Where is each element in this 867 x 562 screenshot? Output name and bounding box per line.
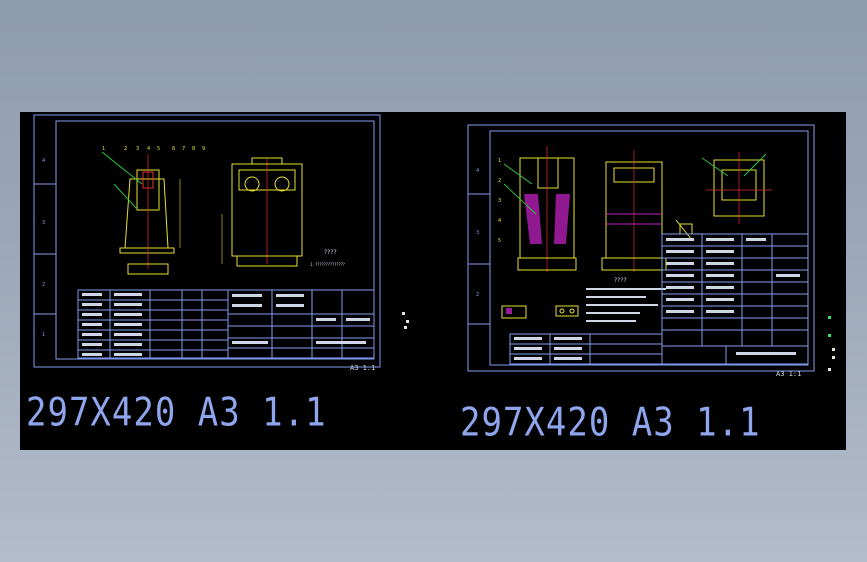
svg-text:3: 3 [42, 220, 45, 226]
drawing-2-canvas: 4 3 2 1 2 3 4 5 [467, 124, 815, 372]
side-view [221, 157, 303, 267]
svg-text:4: 4 [498, 218, 501, 224]
svg-text:1: 1 [498, 158, 501, 164]
marker-2 [406, 320, 409, 323]
note-title: ???? [324, 249, 337, 256]
svg-text:7: 7 [182, 146, 185, 152]
svg-text:3: 3 [476, 230, 479, 236]
svg-text:3: 3 [136, 146, 139, 152]
caption-2: 297X420 A3 1.1 [460, 400, 761, 446]
marker-green-1 [828, 316, 831, 319]
svg-text:9: 9 [202, 146, 205, 152]
scale-note-2: A3 1:1 [776, 370, 802, 378]
top-view-2 [701, 152, 772, 224]
drawing-1-canvas: 4 3 2 1 1 2 3 4 5 6 7 8 [33, 114, 381, 368]
svg-text:6: 6 [172, 146, 175, 152]
svg-text:4: 4 [42, 158, 45, 164]
svg-text:1: 1 [102, 146, 105, 152]
scale-note-1: A3 1.1 [350, 364, 376, 372]
svg-text:8: 8 [192, 146, 195, 152]
marker-4 [832, 348, 835, 351]
svg-text:4: 4 [147, 146, 150, 152]
marker-green-2 [828, 334, 831, 337]
cad-viewport[interactable]: 4 3 2 1 1 2 3 4 5 6 7 8 [20, 112, 846, 450]
marker-1 [402, 312, 405, 315]
drawing-sheet-2[interactable]: 4 3 2 1 2 3 4 5 [466, 124, 816, 382]
svg-text:2: 2 [124, 146, 127, 152]
svg-text:1: 1 [42, 332, 45, 338]
marker-5 [832, 356, 835, 359]
note-text: 1. ?????????????? [310, 262, 345, 267]
detail-views [501, 219, 693, 319]
svg-text:5: 5 [498, 238, 501, 244]
svg-text:2: 2 [498, 178, 501, 184]
note-title-2: ???? [614, 277, 627, 284]
marker-3 [404, 326, 407, 329]
side-view-2 [601, 150, 667, 272]
svg-text:2: 2 [42, 282, 45, 288]
marker-6 [828, 368, 831, 371]
parts-list-2 [509, 233, 809, 365]
parts-list [77, 289, 375, 359]
svg-text:5: 5 [157, 146, 160, 152]
svg-text:2: 2 [476, 292, 479, 298]
svg-text:4: 4 [476, 168, 479, 174]
front-view-2: 1 2 3 4 5 [498, 146, 577, 272]
drawing-sheet-1[interactable]: 4 3 2 1 1 2 3 4 5 6 7 8 [32, 114, 382, 372]
svg-text:3: 3 [498, 198, 501, 204]
front-view: 1 2 3 4 5 6 7 8 9 [101, 146, 205, 275]
caption-1: 297X420 A3 1.1 [26, 390, 327, 436]
